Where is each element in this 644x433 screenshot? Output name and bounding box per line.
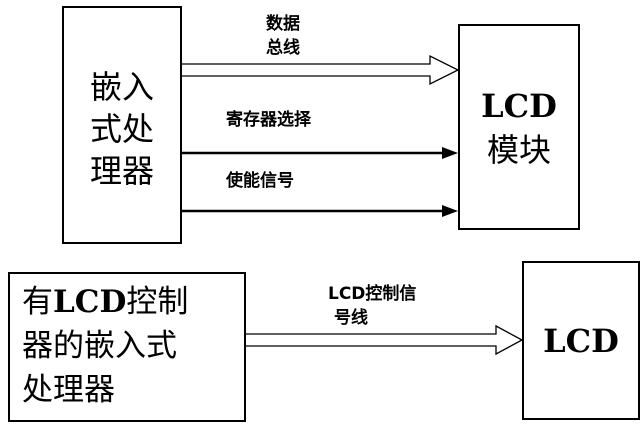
register-select-label: 寄存器选择 xyxy=(226,110,311,130)
controller-processor-block: 有LCD控制 器的嵌入式 处理器 xyxy=(8,272,246,422)
label-suffix: 控制 xyxy=(126,284,189,320)
controller-processor-label-line-2: 器的嵌入式 xyxy=(22,328,177,364)
lcd-module-label: LCD 模块 xyxy=(460,84,578,172)
processor-label-line-2: 式处 xyxy=(89,110,154,148)
control-bus-label-line-2: 号线 xyxy=(334,308,368,328)
label-lcd-bold: LCD xyxy=(53,284,127,320)
register-select-arrow xyxy=(182,147,458,159)
lcd-module-label-line-2: 模块 xyxy=(486,131,551,169)
label-prefix: 有 xyxy=(22,284,53,320)
controller-processor-label-line-1: 有LCD控制 xyxy=(22,280,188,324)
enable-signal-arrow xyxy=(182,205,458,217)
data-bus-label-line-2: 总线 xyxy=(266,38,300,58)
controller-processor-label: 有LCD控制 器的嵌入式 处理器 xyxy=(22,280,188,412)
enable-signal-label: 使能信号 xyxy=(226,171,294,191)
control-bus-arrow xyxy=(246,324,524,356)
lcd-block: LCD xyxy=(522,261,640,420)
data-bus-arrow xyxy=(182,54,460,86)
control-bus-label: LCD控制信 号线 xyxy=(328,282,416,330)
data-bus-label: 数据 总线 xyxy=(266,12,300,60)
controller-processor-label-line-3: 处理器 xyxy=(22,372,115,408)
processor-label: 嵌入 式处 理器 xyxy=(64,66,180,192)
embedded-processor-block: 嵌入 式处 理器 xyxy=(62,6,182,244)
processor-label-line-3: 理器 xyxy=(89,152,154,190)
lcd-label: LCD xyxy=(543,322,619,360)
control-bus-label-line-1: LCD控制信 xyxy=(328,284,417,304)
data-bus-label-line-1: 数据 xyxy=(266,14,300,34)
processor-label-line-1: 嵌入 xyxy=(89,68,154,106)
lcd-module-block: LCD 模块 xyxy=(458,24,580,230)
lcd-module-label-line-1: LCD xyxy=(481,87,557,125)
